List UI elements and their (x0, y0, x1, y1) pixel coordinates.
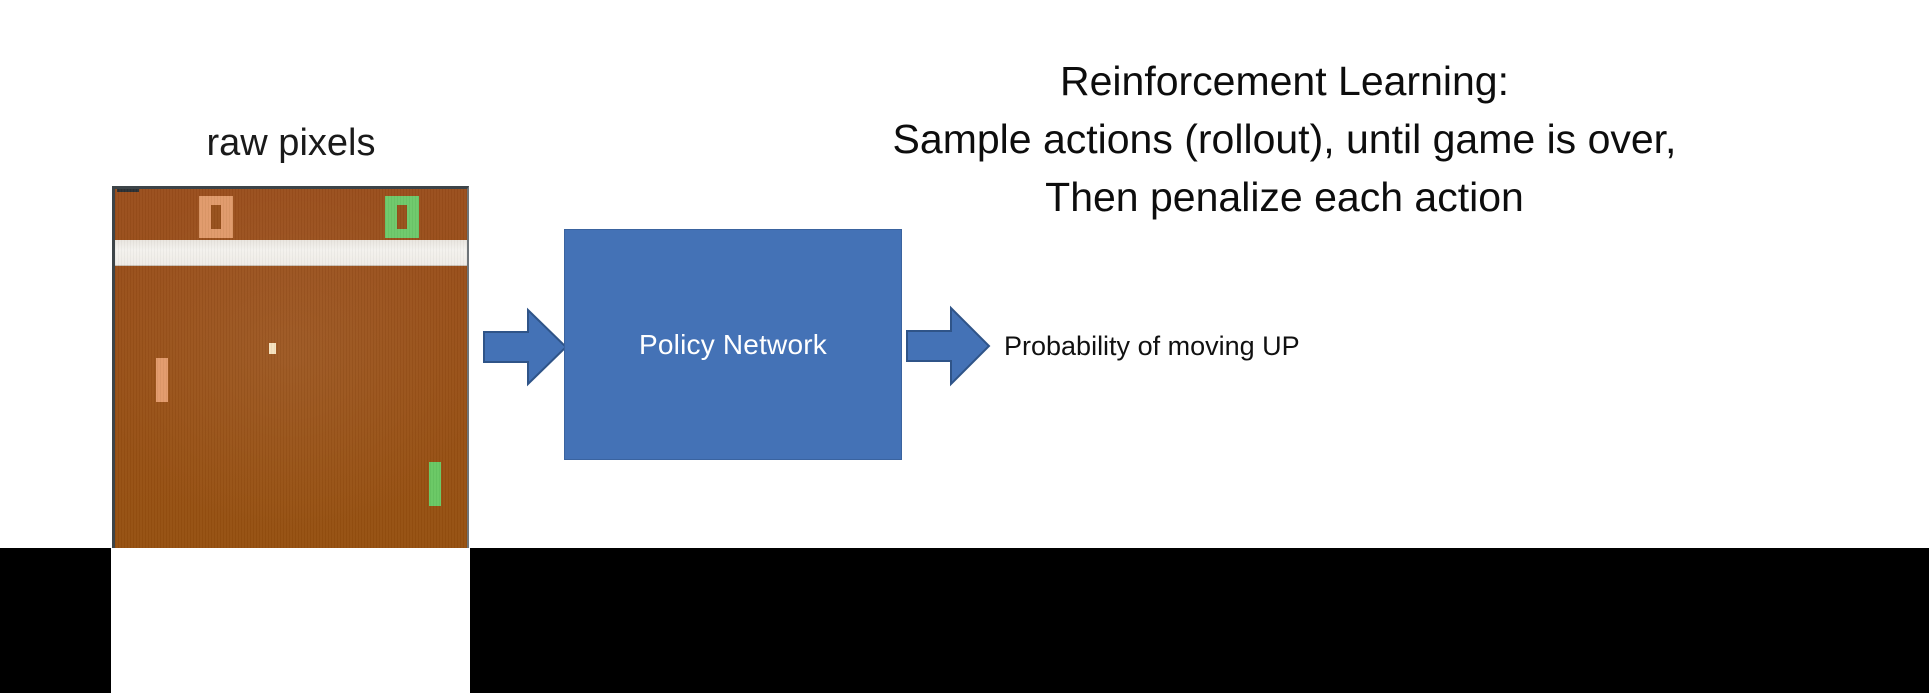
policy-network-label: Policy Network (639, 328, 827, 360)
pong-playfield (115, 189, 467, 555)
pong-score-right (385, 196, 419, 238)
screen-corner-notch (117, 189, 139, 192)
pong-score-left (199, 196, 233, 238)
letterbox-bar-left (0, 548, 111, 693)
heading-line-3: Then penalize each action (1045, 174, 1524, 220)
output-right-arrow-icon (905, 305, 991, 387)
heading-line-1: Reinforcement Learning: (1060, 58, 1509, 104)
input-right-arrow-icon (482, 307, 568, 387)
pong-center-divider (115, 240, 467, 265)
slide-heading: Reinforcement Learning: Sample actions (… (640, 52, 1929, 226)
policy-network-block[interactable]: Policy Network (564, 229, 902, 460)
pong-paddle-right (429, 462, 441, 506)
pong-paddle-left (156, 358, 168, 402)
output-probability-label: Probability of moving UP (1004, 331, 1300, 361)
pong-game-screen (112, 186, 469, 558)
heading-line-2: Sample actions (rollout), until game is … (892, 116, 1677, 162)
pong-ball (269, 343, 276, 354)
letterbox-gap (111, 548, 470, 693)
raw-pixels-caption: raw pixels (206, 122, 376, 164)
letterbox-bar-right (470, 548, 1929, 693)
